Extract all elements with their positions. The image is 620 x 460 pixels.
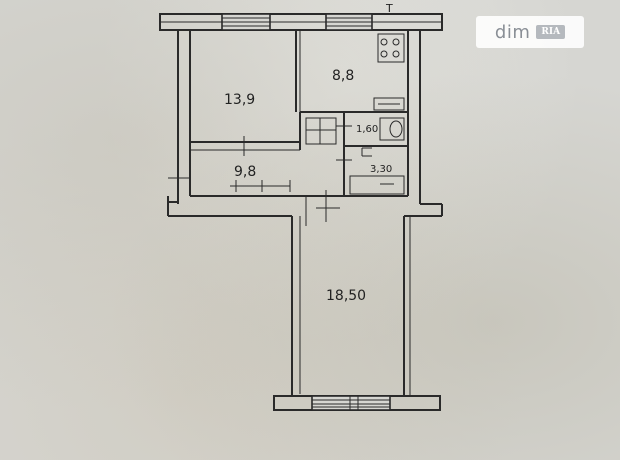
room-area-label: 18,50: [326, 288, 366, 304]
bottom-window: [311, 395, 391, 411]
bathtub-fixture: [349, 147, 405, 195]
room-area-label: 8,8: [332, 68, 354, 84]
toilet-fixture: [379, 117, 405, 141]
watermark-logo: dim RIA: [476, 16, 584, 48]
top-wall: [159, 13, 443, 31]
sink-fixture: [373, 97, 405, 111]
room-area-label: 13,9: [224, 92, 255, 108]
stove-fixture: [377, 33, 405, 63]
room-area-label: 3,30: [370, 164, 392, 175]
corner-mark: T: [385, 2, 393, 15]
top-window-left: [221, 13, 271, 31]
watermark-brand: dim: [494, 21, 531, 43]
lower-room-walls: [273, 216, 441, 411]
right-wall: [404, 29, 443, 217]
watermark-badge: RIA: [536, 25, 566, 39]
room-area-label: 9,8: [234, 164, 256, 180]
interior-walls: [190, 30, 408, 226]
top-window-right: [325, 13, 373, 31]
room-area-label: 1,60: [356, 124, 378, 135]
left-wall: [160, 29, 292, 217]
